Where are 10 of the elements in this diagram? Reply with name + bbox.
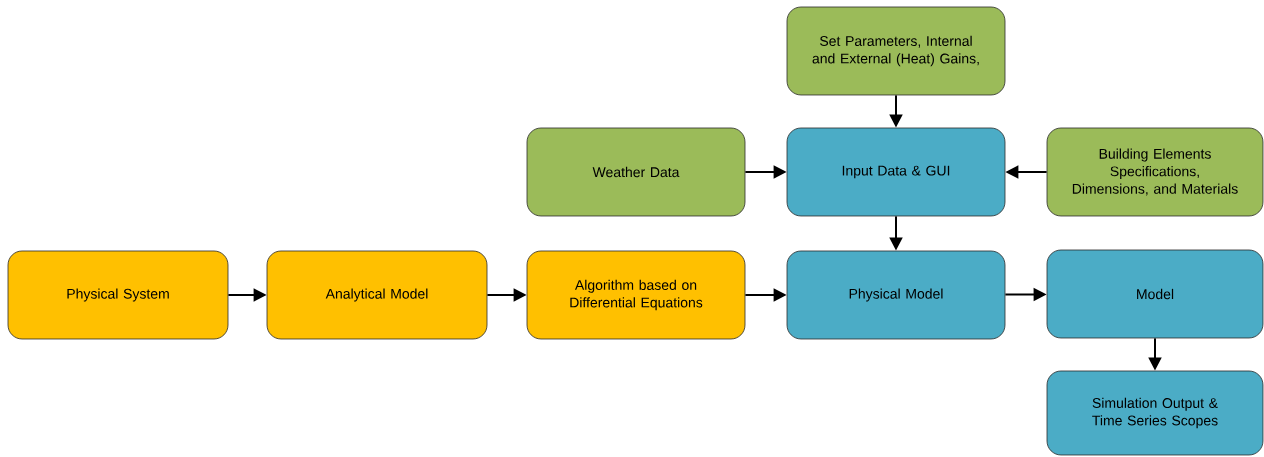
input-box: Set Parameters, Internal and External (Heat) Gains, (786, 6, 1006, 96)
model-box: Input Data & GUI (786, 127, 1006, 217)
model-box: Simulation Output & Time Series Scopes (1046, 370, 1264, 456)
process-box: Physical System (7, 250, 229, 340)
model-box: Model (1046, 249, 1264, 339)
model-box: Physical Model (786, 250, 1006, 340)
process-box: Algorithm based on Differential Equations (526, 250, 746, 340)
input-box: Building Elements Specifications, Dimensions, and Materials (1046, 127, 1264, 217)
process-box: Analytical Model (266, 250, 488, 340)
input-box: Weather Data (526, 127, 746, 217)
